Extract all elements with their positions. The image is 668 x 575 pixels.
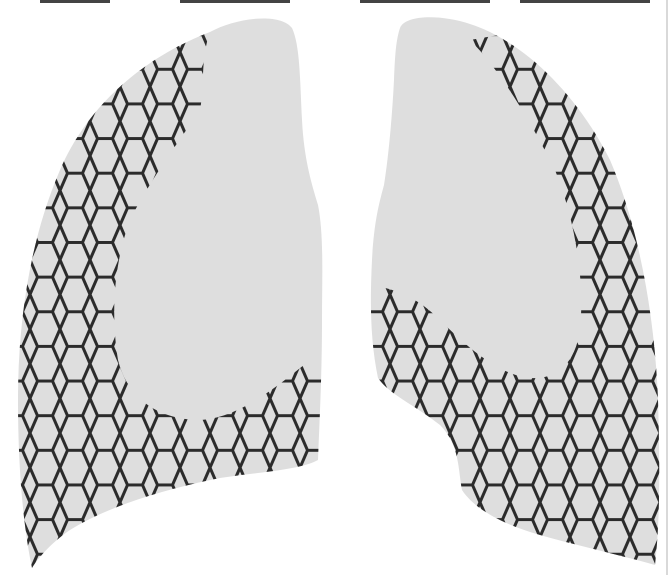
left-lung <box>360 0 668 575</box>
right-lung <box>0 0 340 575</box>
